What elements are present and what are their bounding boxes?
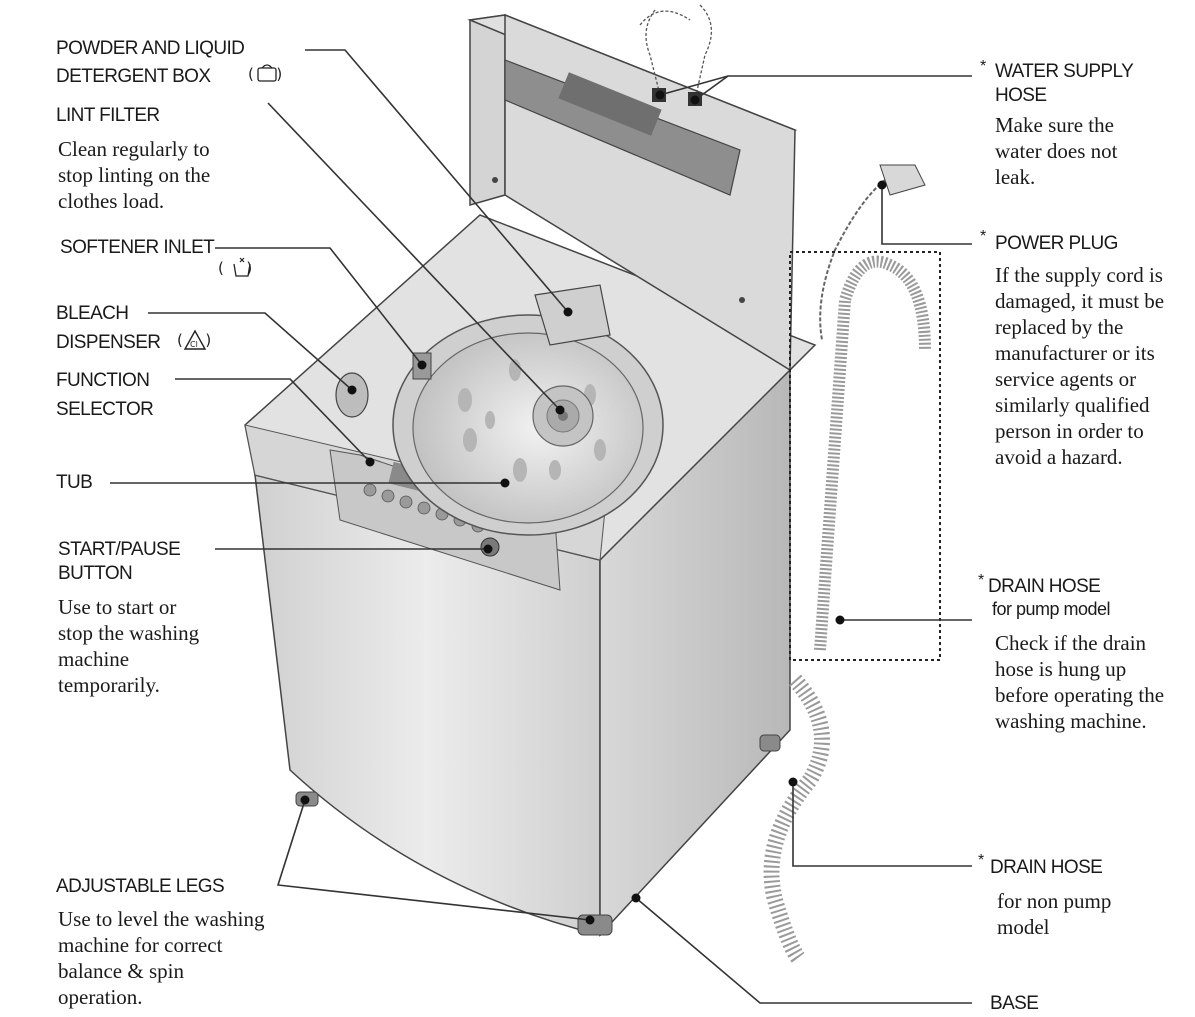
drain-hose-non-pump-description: for non pump model <box>997 889 1112 939</box>
start-pause-description: Use to start or stop the washing machine… <box>58 595 200 697</box>
base-label: BASE <box>990 993 1039 1014</box>
bleach-dispenser-label-line2: DISPENSER <box>56 332 161 353</box>
water-supply-hose-art <box>639 4 712 101</box>
bleach-dispenser-label-line1: BLEACH <box>56 303 129 324</box>
power-plug-description: If the supply cord is damaged, it must b… <box>995 263 1165 469</box>
water-supply-hose-label-line2: HOSE <box>995 85 1047 106</box>
lint-filter-description: Clean regularly to stop linting on the c… <box>58 137 211 213</box>
power-cord-art <box>819 179 886 341</box>
bleach-icon: Cl <box>183 329 207 350</box>
pump-model-dotted-box <box>789 251 941 661</box>
adjustable-leg-front <box>577 914 613 936</box>
water-supply-hose-label-line1: WATER SUPPLY <box>995 61 1134 82</box>
function-selector-dial <box>335 372 369 418</box>
drain-hose-pump-asterisk: * <box>978 572 985 589</box>
drain-hose-pump-subtitle: for pump model <box>992 599 1111 619</box>
water-supply-hose-asterisk: * <box>980 58 987 75</box>
tub-drum <box>412 332 644 524</box>
drain-hose-non-pump-asterisk: * <box>978 852 985 869</box>
detergent-box-label-line2: DETERGENT BOX <box>56 66 211 87</box>
adjustable-legs-description: Use to level the washing machine for cor… <box>58 907 265 1009</box>
softener-inlet-label: SOFTENER INLET <box>60 237 215 258</box>
function-selector-label-line2: SELECTOR <box>56 399 154 420</box>
lint-filter-label: LINT FILTER <box>56 105 160 126</box>
tub-label: TUB <box>56 472 93 493</box>
drain-hose-non-pump-art <box>763 674 830 966</box>
drain-hose-pump-art <box>814 255 931 651</box>
start-pause-label-line2: BUTTON <box>58 563 133 584</box>
washing-machine-illustration <box>244 4 941 966</box>
drain-hose-pump-description: Check if the drain hose is hung up befor… <box>995 631 1165 733</box>
drain-hose-pump-label: DRAIN HOSE <box>988 576 1101 597</box>
detergent-symbol-parens: ( ) <box>248 65 283 83</box>
start-pause-label-line1: START/PAUSE <box>58 539 181 560</box>
adjustable-legs-label: ADJUSTABLE LEGS <box>56 876 225 897</box>
softener-icon <box>233 257 251 277</box>
detergent-box-label-line1: POWDER AND LIQUID <box>56 38 245 59</box>
control-panel <box>329 449 561 591</box>
bleach-symbol-parens: ( ) <box>177 331 212 349</box>
power-plug-art <box>879 164 926 196</box>
detergent-drawer <box>534 284 611 346</box>
svg-text:Cl: Cl <box>190 340 198 349</box>
softener-symbol-parens: ( ) <box>218 259 253 277</box>
detergent-box-icon <box>257 64 277 82</box>
function-selector-label-line1: FUNCTION <box>56 370 150 391</box>
leader-lines <box>110 49 972 1004</box>
drain-hose-non-pump-label: DRAIN HOSE <box>990 857 1103 878</box>
power-plug-asterisk: * <box>980 228 987 245</box>
water-supply-hose-description: Make sure the water does not leak. <box>995 113 1118 189</box>
power-plug-label: POWER PLUG <box>995 233 1118 254</box>
